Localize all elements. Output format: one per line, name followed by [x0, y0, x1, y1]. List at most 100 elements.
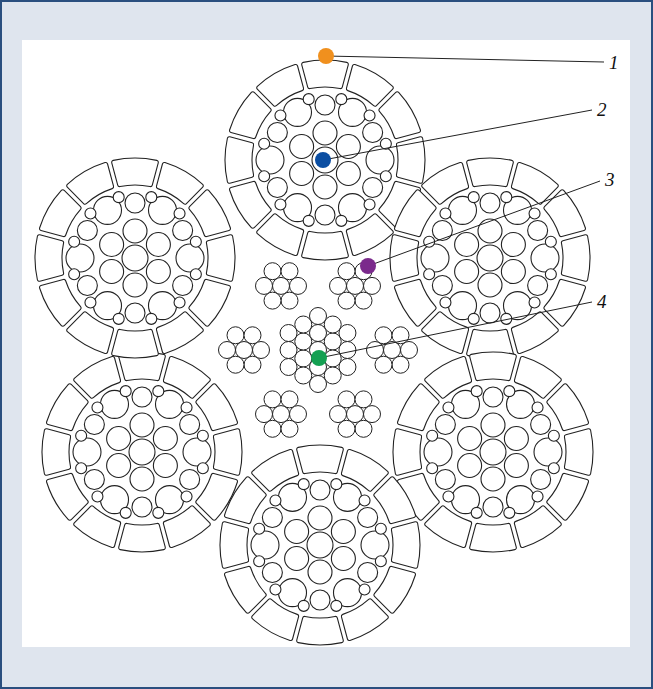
- shaped-wire: [206, 235, 235, 282]
- outer-strand: [35, 158, 235, 358]
- round-wire: [146, 192, 157, 203]
- round-wire: [529, 297, 540, 308]
- round-wire: [120, 386, 131, 397]
- round-wire: [173, 276, 193, 296]
- core-wire: [290, 406, 307, 423]
- round-wire: [480, 303, 500, 323]
- round-wire: [312, 147, 338, 173]
- round-wire: [310, 590, 330, 610]
- leader-line: [326, 56, 604, 62]
- round-wire: [113, 192, 124, 203]
- round-wire: [66, 244, 94, 272]
- round-wire: [285, 520, 309, 544]
- round-wire: [100, 260, 124, 284]
- shaped-wire: [302, 231, 349, 260]
- core-wire: [273, 406, 290, 423]
- round-wire: [315, 95, 335, 115]
- round-wire: [375, 523, 386, 534]
- round-wire: [190, 269, 201, 280]
- round-wire: [153, 454, 177, 478]
- core-wire: [339, 325, 356, 342]
- round-wire: [375, 556, 386, 567]
- shaped-wire: [225, 566, 267, 613]
- shaped-wire: [196, 473, 238, 520]
- round-wire: [259, 138, 270, 149]
- round-wire: [129, 439, 155, 465]
- round-wire: [331, 520, 355, 544]
- marker-dots: [311, 48, 376, 366]
- round-wire: [85, 297, 96, 308]
- round-wire: [146, 233, 170, 257]
- core-wire: [364, 277, 381, 294]
- shaped-wire: [561, 235, 590, 282]
- round-wire: [180, 470, 200, 490]
- round-wire: [153, 386, 164, 397]
- shaped-wire: [297, 616, 344, 645]
- round-wire: [380, 171, 391, 182]
- core-wire: [330, 277, 347, 294]
- round-wire: [424, 438, 452, 466]
- core-wire: [244, 327, 261, 344]
- core-wire: [338, 292, 355, 309]
- round-wire: [532, 491, 543, 502]
- callout-number: 1: [609, 53, 619, 72]
- outer-strand: [220, 445, 420, 645]
- shaped-wire: [302, 60, 349, 89]
- round-wire: [92, 491, 103, 502]
- core-wire: [280, 359, 297, 376]
- rope-core: [219, 263, 418, 438]
- round-wire: [504, 507, 515, 518]
- round-wire: [545, 269, 556, 280]
- round-wire: [262, 508, 282, 528]
- round-wire: [501, 192, 512, 203]
- shaped-wire: [467, 158, 514, 187]
- core-wire: [227, 327, 244, 344]
- round-wire: [427, 463, 438, 474]
- round-wire: [432, 276, 452, 296]
- round-wire: [123, 219, 147, 243]
- core-wire: [281, 420, 298, 437]
- core-wire: [375, 356, 392, 373]
- round-wire: [313, 175, 337, 199]
- round-wire: [471, 386, 482, 397]
- round-wire: [478, 219, 502, 243]
- round-wire: [432, 221, 452, 241]
- round-wire: [84, 415, 104, 435]
- round-wire: [504, 454, 528, 478]
- round-wire: [197, 463, 208, 474]
- leader-line: [323, 110, 592, 160]
- round-wire: [100, 233, 124, 257]
- marker-dot: [315, 152, 331, 168]
- shaped-wire: [398, 384, 440, 431]
- shaped-wire: [393, 429, 422, 476]
- marker-dot: [311, 350, 327, 366]
- round-wire: [267, 178, 287, 198]
- round-wire: [483, 497, 503, 517]
- round-wire: [534, 438, 562, 466]
- round-wire: [548, 430, 559, 441]
- core-wire: [330, 406, 347, 423]
- round-wire: [358, 508, 378, 528]
- shaped-wire: [547, 384, 589, 431]
- shaped-wire: [297, 445, 344, 474]
- round-wire: [146, 313, 157, 324]
- round-wire: [443, 491, 454, 502]
- round-wire: [120, 507, 131, 518]
- round-wire: [545, 236, 556, 247]
- core-wire: [281, 391, 298, 408]
- round-wire: [107, 427, 131, 451]
- round-wire: [501, 233, 525, 257]
- core-wire: [401, 342, 418, 359]
- round-wire: [132, 387, 152, 407]
- round-wire: [259, 171, 270, 182]
- round-wire: [443, 402, 454, 413]
- core-wire: [295, 333, 312, 350]
- round-wire: [501, 260, 525, 284]
- round-wire: [336, 94, 347, 105]
- round-wire: [363, 123, 383, 143]
- round-wire: [69, 236, 80, 247]
- round-wire: [359, 495, 370, 506]
- core-wire: [236, 342, 253, 359]
- round-wire: [531, 244, 559, 272]
